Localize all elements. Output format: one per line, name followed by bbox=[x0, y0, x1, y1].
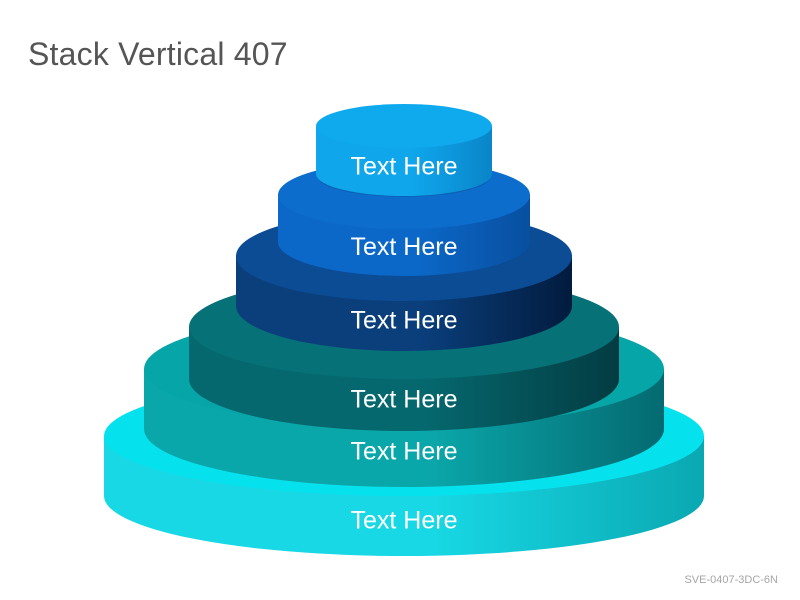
footer-code: SVE-0407-3DC-6N bbox=[684, 574, 778, 586]
tier-label: Text Here bbox=[351, 233, 458, 261]
page-title: Stack Vertical 407 bbox=[28, 36, 288, 72]
tier-label: Text Here bbox=[351, 507, 458, 535]
tier-label: Text Here bbox=[351, 307, 458, 335]
tier-label: Text Here bbox=[351, 438, 458, 466]
tier-label: Text Here bbox=[351, 153, 458, 181]
tier-top bbox=[316, 104, 492, 148]
tier-6: Text Here bbox=[316, 104, 492, 197]
tier-label: Text Here bbox=[351, 386, 458, 414]
